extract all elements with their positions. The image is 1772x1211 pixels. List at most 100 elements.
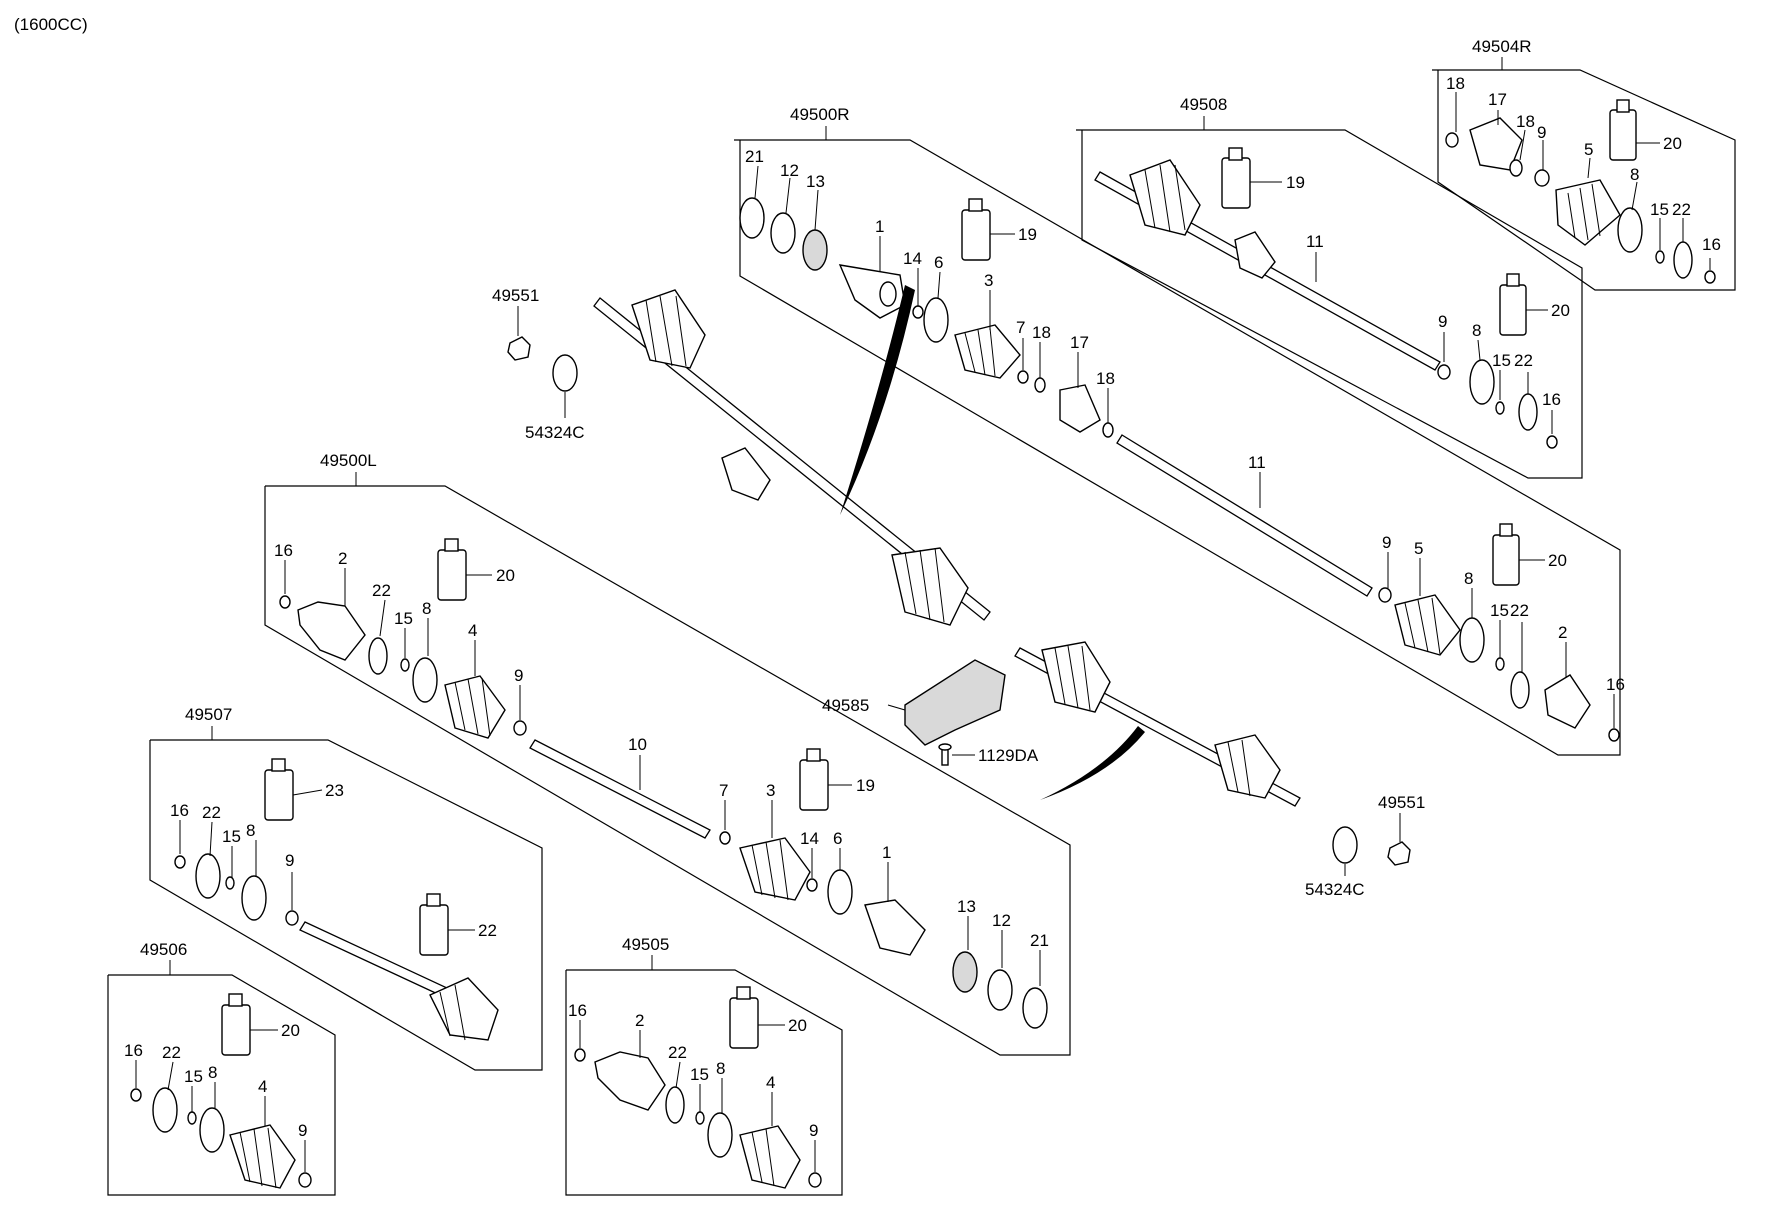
part-callout-number: 22 [1672,200,1691,219]
label-49507[interactable]: 49507 [185,705,232,724]
tripod-boot [891,547,969,626]
part-callout-number: 17 [1488,90,1507,109]
grease-tube [264,769,294,821]
part-callout-number: 8 [208,1063,217,1082]
clamp-part [298,1172,312,1188]
bolt-head [938,743,952,751]
joint-face [879,281,897,307]
part-callout-number: 22 [162,1043,181,1062]
ring-part [695,1111,705,1125]
clamp-part [1378,587,1392,603]
part-callout-number: 18 [1516,112,1535,131]
group-49504r: 49504R 18 17 18 9 20 5 8 15 22 16 [1432,37,1736,291]
seal-ring [552,354,578,392]
clamp-part [1534,169,1550,187]
label-49585[interactable]: 49585 [822,696,869,715]
band-part [665,1086,685,1124]
ring-part [739,197,765,239]
tone-wheel-part [802,229,828,271]
band-part [241,875,267,921]
part-callout-number: 19 [856,776,875,795]
label-49500l[interactable]: 49500L [320,451,377,470]
inner-race-part [1059,384,1101,433]
part-callout-number: 21 [745,147,764,166]
grease-tube [419,904,449,956]
part-callout-number: 8 [716,1059,725,1078]
part-callout-number: 9 [514,666,523,685]
part-callout-number: 15 [222,827,241,846]
part-callout-number: 7 [1016,318,1025,337]
tripod-housing [594,1051,666,1111]
grease-tube [1492,534,1520,586]
part-callout-number: 5 [1584,140,1593,159]
label-49551-top[interactable]: 49551 [492,286,539,305]
part-callout-number: 13 [806,172,825,191]
band-part [199,1107,225,1153]
ring-part [1102,422,1114,438]
grease-tube [729,997,759,1049]
ring-part [1034,377,1046,393]
part-callout-number: 20 [788,1016,807,1035]
part-callout-number: 4 [766,1073,775,1092]
part-callout-number: 11 [1248,453,1266,472]
inner-joint [721,447,771,501]
part-callout-number: 22 [668,1043,687,1062]
grease-tube [1499,284,1527,336]
lower-right-shaft: 54324C 49551 49585 1129DA [822,641,1425,899]
part-callout-number: 20 [496,566,515,585]
label-49504r[interactable]: 49504R [1472,37,1532,56]
part-callout-number: 22 [1510,601,1529,620]
hub-nut [1387,841,1411,866]
arrow-upper [840,285,915,515]
part-callout-number: 8 [246,821,255,840]
band-part [923,297,949,343]
label-1129da[interactable]: 1129DA [978,746,1039,765]
part-callout-number: 9 [285,851,294,870]
label-49508[interactable]: 49508 [1180,95,1227,114]
ring-part [806,878,818,892]
label-49500r[interactable]: 49500R [790,105,850,124]
part-callout-number: 21 [1030,931,1049,950]
inner-boot [1041,641,1111,713]
part-callout-number: 20 [1551,301,1570,320]
part-callout-number: 4 [468,621,477,640]
ring-part [400,658,410,672]
group-49500l: 49500L [264,451,1071,1056]
part-callout-number: 22 [202,803,221,822]
ring-part [225,876,235,890]
group-49507-outline [149,739,543,1071]
label-49551-bot[interactable]: 49551 [1378,793,1425,812]
part-callout-number: 14 [903,249,922,268]
band-part [195,853,221,899]
hub-nut [507,336,531,361]
band-part [152,1087,178,1133]
label-54324c-top[interactable]: 54324C [525,423,585,442]
part-callout-number: 20 [1663,134,1682,153]
part-callout-number: 15 [1650,200,1669,219]
label-49506[interactable]: 49506 [140,940,187,959]
part-callout-number: 3 [766,781,775,800]
part-callout-number: 22 [1514,351,1533,370]
label-49505[interactable]: 49505 [622,935,669,954]
part-callout-number: 9 [809,1121,818,1140]
grease-tube-cap [271,758,286,772]
grease-tube [437,549,467,601]
band-part [1617,207,1643,253]
grease-tube [799,759,829,811]
part-callout-number: 6 [833,829,842,848]
part-callout-number: 23 [325,781,344,800]
outer-joint-boot [631,289,706,369]
part-callout-number: 9 [1537,123,1546,142]
part-callout-number: 1 [882,843,891,862]
boot-part [954,324,1021,379]
grease-tube-cap [968,198,983,212]
part-callout-number: 3 [984,271,993,290]
label-54324c-bot[interactable]: 54324C [1305,880,1365,899]
ring-part [1495,657,1505,671]
part-callout-number: 8 [1630,165,1639,184]
part-callout-number: 9 [1438,312,1447,331]
part-callout-number: 16 [170,801,189,820]
grease-tube [961,209,991,261]
grease-tube-cap [1506,273,1520,287]
